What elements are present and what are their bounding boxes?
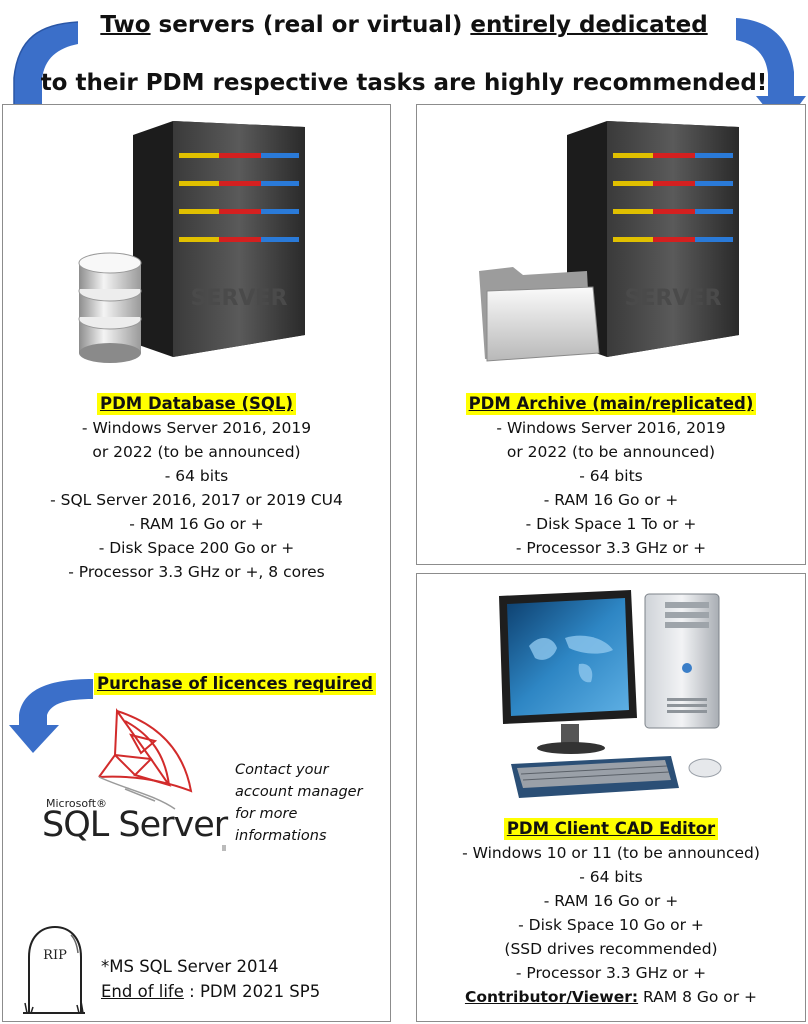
database-spec-line: - RAM 16 Go or + [129,515,264,533]
eol-label: End of life [101,982,184,1001]
sql-server-logo-icon [98,708,193,810]
heading-line-2: to their PDM respective tasks are highly… [40,70,768,96]
archive-spec-line: - 64 bits [579,467,643,485]
curved-arrow-right-icon [736,18,806,128]
viewer-value: RAM 8 Go or + [638,988,758,1006]
contact-line: account manager [235,784,363,800]
eol-product: *MS SQL Server 2014 [101,957,279,976]
database-server-icon: SERVER [78,121,305,363]
contact-line: Contact your [235,762,329,778]
database-spec-line: or 2022 (to be announced) [92,443,301,461]
client-spec-list: - Windows 10 or 11 (to be announced) - 6… [417,841,805,1009]
client-spec-line: - Disk Space 10 Go or + [518,916,704,934]
heading-line-1: Two servers (real or virtual) entirely d… [0,12,808,38]
client-specs: PDM Client CAD Editor - Windows 10 or 11… [417,818,805,1009]
folder-icon [479,267,600,362]
database-spec-line: - Disk Space 200 Go or + [98,539,295,557]
archive-server-label: SERVER [625,286,722,311]
sql-server-logo: Microsoft® SQL Server [40,705,228,845]
eol-value: : PDM 2021 SP5 [183,982,321,1001]
database-specs: PDM Database (SQL) - Windows Server 2016… [3,393,390,584]
sql-logo-shadow [222,845,226,851]
database-spec-line: - SQL Server 2016, 2017 or 2019 CU4 [50,491,343,509]
archive-spec-line: - Disk Space 1 To or + [525,515,697,533]
database-spec-list: - Windows Server 2016, 2019 or 2022 (to … [3,416,390,584]
archive-spec-line: - RAM 16 Go or + [543,491,679,509]
licence-title: Purchase of licences required [94,673,376,695]
contact-note: Contact your account manager for more in… [235,759,363,847]
database-panel: SERVER PDM Database (SQL) - Windows Serv… [2,104,391,1022]
client-spec-line: (SSD drives recommended) [504,940,718,958]
viewer-label: Contributor/Viewer: [464,988,639,1006]
sql-logo-brand: Microsoft® [46,797,108,810]
database-cylinder-icon [78,252,142,363]
archive-panel: SERVER PDM Archive (main/replicated) - W… [416,104,806,565]
client-title: PDM Client CAD Editor [503,818,719,840]
contact-line: for more [235,806,298,822]
archive-spec-list: - Windows Server 2016, 2019 or 2022 (to … [417,416,805,560]
client-spec-line: - Processor 3.3 GHz or + [515,964,707,982]
client-spec-line: - 64 bits [579,868,643,886]
archive-server-icon: SERVER [479,121,739,362]
tombstone-text: RIP [43,948,67,963]
sql-logo-product: SQL Server [42,805,228,845]
curved-arrow-down-icon [9,679,93,753]
database-spec-line: - Processor 3.3 GHz or +, 8 cores [68,563,325,581]
database-title: PDM Database (SQL) [96,393,296,415]
end-of-life-note: *MS SQL Server 2014 End of life : PDM 20… [101,954,320,1004]
archive-specs: PDM Archive (main/replicated) - Windows … [417,393,805,560]
archive-title: PDM Archive (main/replicated) [465,393,757,415]
heading-two: Two [100,12,151,38]
contact-line: informations [235,828,327,844]
client-spec-line: - RAM 16 Go or + [543,892,679,910]
desktop-computer-icon [499,590,722,798]
client-spec-line: - Windows 10 or 11 (to be announced) [462,844,760,862]
client-panel: PDM Client CAD Editor - Windows 10 or 11… [416,573,806,1022]
database-spec-line: - Windows Server 2016, 2019 [81,419,312,437]
archive-spec-line: - Processor 3.3 GHz or + [515,539,707,557]
database-server-label: SERVER [191,286,288,311]
heading-servers: servers (real or virtual) [150,12,471,38]
tombstone-icon: RIP [23,925,85,1014]
licence-title-wrap: Purchase of licences required [94,673,376,695]
client-viewer-line: Contributor/Viewer: RAM 8 Go or + [417,985,805,1009]
database-spec-line: - 64 bits [164,467,229,485]
archive-spec-line: - Windows Server 2016, 2019 [496,419,726,437]
heading-dedicated: entirely dedicated [470,12,708,38]
archive-spec-line: or 2022 (to be announced) [506,443,716,461]
